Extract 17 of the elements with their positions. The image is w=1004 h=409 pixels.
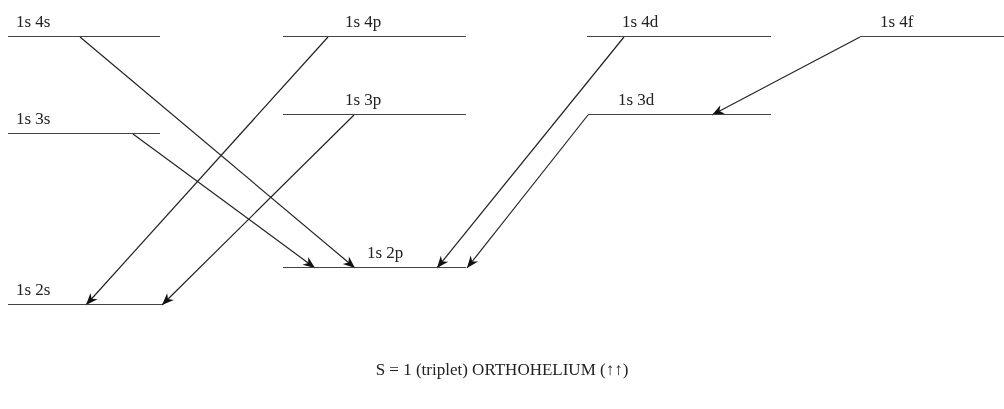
- caption: S = 1 (triplet) ORTHOHELIUM (↑↑): [375, 360, 629, 379]
- arrow: [466, 114, 589, 269]
- arrow: [79, 36, 356, 269]
- level-label: 1s 3s: [16, 109, 51, 129]
- arrow: [436, 36, 625, 269]
- level-label: 1s 4p: [345, 12, 382, 32]
- level-label: 1s 2p: [367, 243, 404, 263]
- level-label: 1s 3d: [618, 90, 655, 110]
- level-label: 1s 4d: [622, 12, 659, 32]
- arrow: [711, 36, 861, 116]
- level-label: 1s 3p: [345, 90, 382, 110]
- arrow: [85, 36, 329, 306]
- level-label: 1s 4s: [16, 12, 51, 32]
- arrow: [132, 133, 316, 269]
- level-label: 1s 4f: [880, 12, 914, 32]
- level-label: 1s 2s: [16, 280, 51, 300]
- arrow: [161, 114, 355, 306]
